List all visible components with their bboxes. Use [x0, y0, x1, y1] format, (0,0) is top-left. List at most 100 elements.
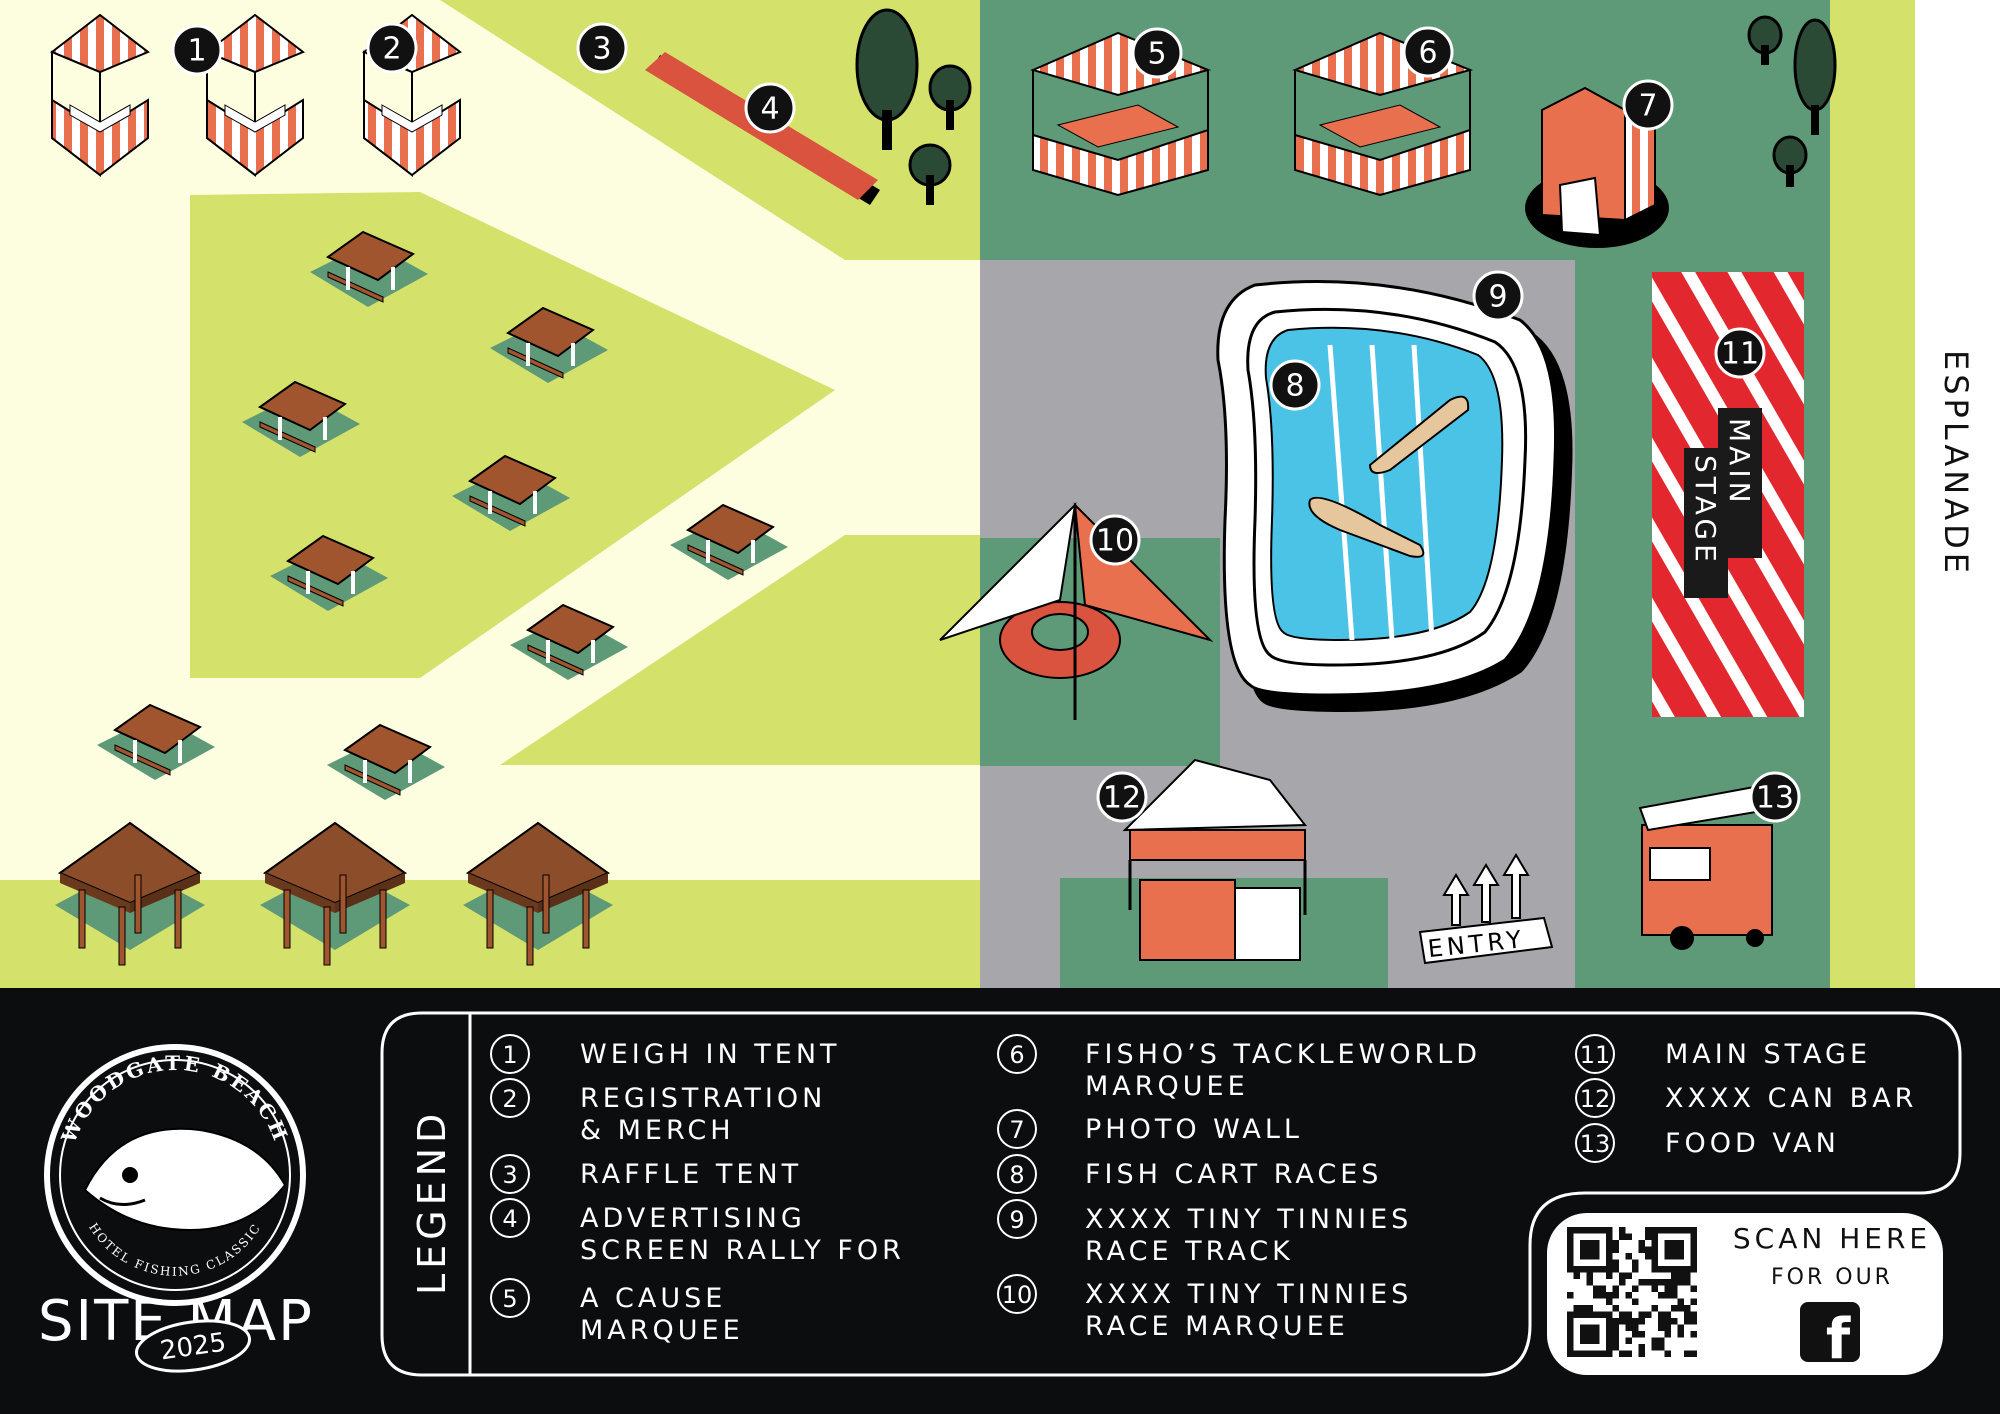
marker-number: 10 — [1096, 524, 1134, 559]
legend-number: 12 — [1580, 1085, 1611, 1113]
map-marker-1[interactable]: 1 — [171, 24, 223, 76]
legend-number: 6 — [1009, 1041, 1024, 1069]
marker-number: 12 — [1103, 781, 1141, 816]
entry-arrows — [1442, 853, 1530, 926]
map-marker-11[interactable]: 11 — [1714, 327, 1766, 379]
qr-panel[interactable]: SCAN HERE FOR OUR f — [1547, 1213, 1943, 1375]
main-stage[interactable]: MAIN STAGE — [1652, 272, 1804, 717]
legend-number: 2 — [502, 1085, 517, 1113]
legend-label: RACE MARQUEE — [1085, 1311, 1349, 1342]
legend-number: 1 — [502, 1041, 517, 1069]
legend-label: FISH CART RACES — [1085, 1159, 1382, 1190]
legend-item-2: 2 REGISTRATION& MERCH — [490, 1078, 826, 1146]
map-marker-13[interactable]: 13 — [1749, 771, 1801, 823]
marker-number: 8 — [1285, 369, 1304, 404]
marker-number: 13 — [1756, 781, 1794, 816]
map-marker-3[interactable]: 3 — [576, 22, 628, 74]
picnic-table — [670, 503, 788, 580]
map-marker-6[interactable]: 6 — [1402, 26, 1454, 78]
legend-number: 9 — [1009, 1206, 1024, 1234]
trees — [855, 8, 1837, 205]
marker-number: 5 — [1147, 37, 1166, 72]
marquee[interactable] — [1030, 31, 1212, 197]
legend-item-8: 8 FISH CART RACES — [997, 1154, 1382, 1194]
gazebos — [55, 821, 613, 966]
legend-label: ADVERTISING — [580, 1203, 806, 1234]
legend-label: FOOD VAN — [1665, 1128, 1840, 1159]
main-stage-label-line2: STAGE — [1689, 455, 1722, 566]
gazebo — [55, 821, 205, 966]
legend-number: 11 — [1580, 1041, 1611, 1069]
esplanade-label: ESPLANADE — [1937, 350, 1975, 577]
legend-number: 8 — [1009, 1161, 1024, 1189]
tents-group — [50, 13, 462, 178]
legend-title: LEGEND — [410, 1109, 454, 1295]
legend-label: RACE TRACK — [1085, 1236, 1294, 1267]
qr-code[interactable] — [1567, 1227, 1697, 1357]
tent[interactable] — [50, 13, 150, 178]
marker-number: 6 — [1418, 36, 1437, 71]
legend-label: REGISTRATION — [580, 1083, 826, 1114]
legend-label: MARQUEE — [580, 1315, 744, 1346]
picnic-table — [452, 454, 570, 531]
marker-number: 11 — [1721, 337, 1759, 372]
for-our-text: FOR OUR — [1771, 1265, 1893, 1290]
marker-number: 1 — [187, 34, 206, 69]
picnic-table — [510, 603, 628, 680]
footer: WOODGATE BEACH HOTEL FISHING CLASSIC SIT… — [0, 988, 2000, 1414]
picnic-table — [327, 723, 445, 800]
map-marker-10[interactable]: 10 — [1089, 514, 1141, 566]
food-van[interactable] — [1638, 783, 1782, 950]
main-stage-label-line1: MAIN — [1723, 418, 1756, 507]
legend-label: WEIGH IN TENT — [580, 1039, 841, 1070]
svg-text:f: f — [1826, 1307, 1851, 1372]
legend-number: 10 — [1002, 1281, 1033, 1309]
marker-number: 7 — [1638, 89, 1657, 124]
legend-item-7: 7 PHOTO WALL — [997, 1109, 1303, 1149]
legend-label: XXXX TINY TINNIES — [1085, 1204, 1412, 1235]
legend-number: 7 — [1009, 1116, 1024, 1144]
legend-label: A CAUSE — [580, 1283, 726, 1314]
can-bar[interactable] — [1122, 758, 1308, 961]
legend-box — [380, 1011, 1962, 1377]
marker-number: 3 — [592, 32, 611, 67]
legend-label: MAIN STAGE — [1665, 1039, 1871, 1070]
marquees-group — [1030, 31, 1474, 197]
map-marker-4[interactable]: 4 — [744, 82, 796, 134]
legend-label: XXXX TINY TINNIES — [1085, 1279, 1412, 1310]
legend-label: XXXX CAN BAR — [1665, 1083, 1917, 1114]
legend-label: & MERCH — [580, 1115, 735, 1146]
marker-number: 4 — [760, 92, 779, 127]
boat — [1308, 496, 1425, 558]
map-marker-7[interactable]: 7 — [1622, 79, 1674, 131]
boat — [1368, 395, 1470, 475]
legend-number: 3 — [502, 1161, 517, 1189]
race-marquee[interactable] — [939, 502, 1214, 720]
marker-number: 9 — [1488, 280, 1507, 315]
picnic-table — [310, 230, 428, 307]
facebook-icon[interactable] — [1800, 1302, 1860, 1362]
picnic-table — [270, 534, 388, 611]
tent[interactable] — [205, 13, 305, 178]
race-track[interactable] — [1216, 280, 1573, 712]
legend-number: 4 — [502, 1205, 517, 1233]
scan-here-text: SCAN HERE — [1733, 1222, 1931, 1255]
map-marker-2[interactable]: 2 — [366, 22, 418, 74]
gazebo — [463, 821, 613, 966]
map-marker-12[interactable]: 12 — [1096, 771, 1148, 823]
picnic-tables — [97, 230, 788, 800]
legend-item-9: 9 XXXX TINY TINNIES RACE TRACK — [997, 1199, 1412, 1267]
map-marker-9[interactable]: 9 — [1472, 270, 1524, 322]
marquee[interactable] — [1292, 31, 1474, 197]
map-marker-8[interactable]: 8 — [1269, 359, 1321, 411]
map-marker-5[interactable]: 5 — [1131, 27, 1183, 79]
legend-item-10: 10 XXXX TINY TINNIES RACE MARQUEE — [997, 1274, 1412, 1342]
legend-label: PHOTO WALL — [1085, 1114, 1303, 1145]
